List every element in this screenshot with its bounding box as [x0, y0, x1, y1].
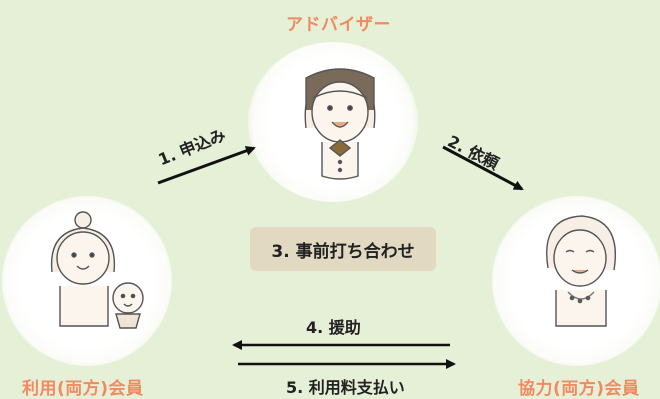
user-member-title: 利用(両方)会員 — [22, 379, 144, 399]
advisor-title: アドバイザー — [286, 15, 391, 35]
step-meeting-box: 3. 事前打ち合わせ — [250, 227, 436, 271]
helper-member-title: 協力(両方)会員 — [518, 379, 640, 399]
arrow-apply — [157, 146, 256, 185]
step-meeting-label: 3. 事前打ち合わせ — [271, 241, 415, 262]
elderly-woman-icon — [546, 215, 616, 327]
mother-and-baby-icon — [50, 211, 144, 329]
arrow-request — [442, 145, 524, 191]
step-assistance-label: 4. 援助 — [306, 318, 361, 337]
step-payment-label: 5. 利用料支払い — [286, 378, 405, 397]
advisor-girl-icon — [304, 68, 376, 180]
